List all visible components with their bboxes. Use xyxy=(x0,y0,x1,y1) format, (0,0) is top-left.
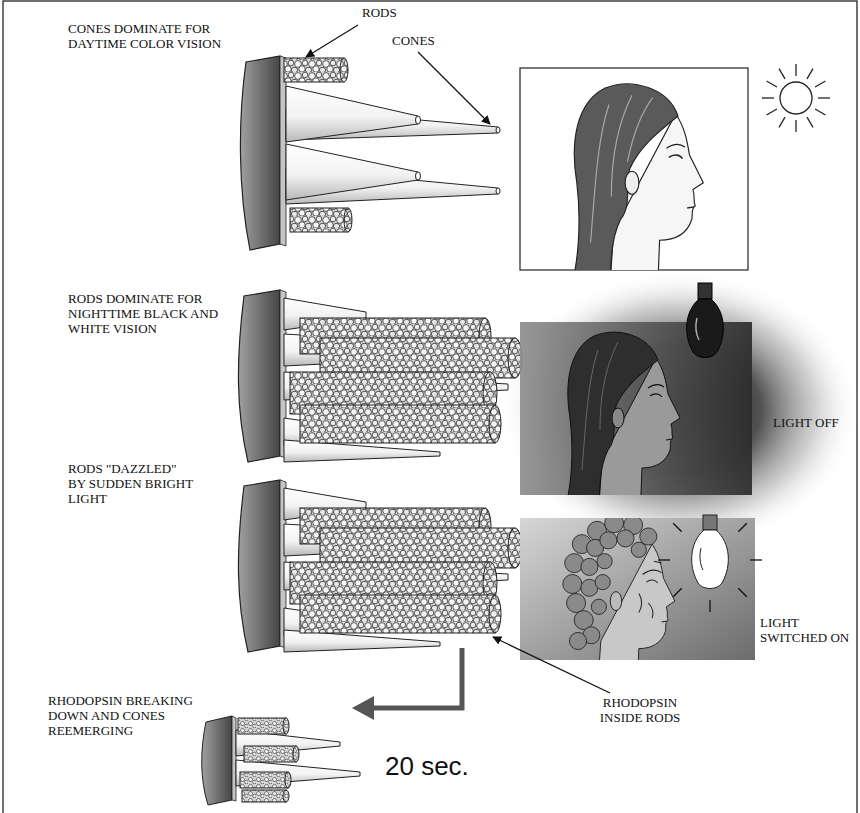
part-label: RODS xyxy=(362,6,422,21)
caption-label: RODS "DAZZLED" BY SUDDEN BRIGHT LIGHT xyxy=(68,462,196,507)
sun-icon xyxy=(762,64,830,132)
rod xyxy=(290,208,348,232)
face-day xyxy=(568,84,704,270)
time-label: 20 sec. xyxy=(385,752,495,782)
frame xyxy=(3,1,857,813)
cone xyxy=(286,86,418,142)
leader-line xyxy=(493,637,610,693)
cone xyxy=(286,144,418,200)
darkness-glow xyxy=(500,270,860,550)
retina-dazzled xyxy=(238,480,522,652)
arrowhead xyxy=(352,696,374,720)
state-label: LIGHT SWITCHED ON xyxy=(760,616,855,646)
caption-label: CONES DOMINATE FOR DAYTIME COLOR VISION xyxy=(68,22,233,52)
leader-line xyxy=(306,25,358,57)
bulb-on xyxy=(658,515,762,612)
bulb-off xyxy=(687,283,724,358)
state-label: LIGHT OFF xyxy=(773,416,853,431)
retina-day xyxy=(240,56,500,250)
caption-label: RHODOPSIN BREAKING DOWN AND CONES REEMER… xyxy=(48,694,203,739)
caption-label: RODS DOMINATE FOR NIGHTTIME BLACK AND WH… xyxy=(68,292,228,337)
retina-night xyxy=(238,290,522,462)
part-label: RHODOPSIN INSIDE RODS xyxy=(595,696,685,726)
retina-recovering xyxy=(202,716,360,805)
face-night xyxy=(562,332,680,495)
face-dazzled xyxy=(563,518,675,660)
rod xyxy=(284,58,344,82)
part-label: CONES xyxy=(392,34,462,49)
leader-line xyxy=(418,52,490,124)
time-arrow xyxy=(372,648,462,708)
